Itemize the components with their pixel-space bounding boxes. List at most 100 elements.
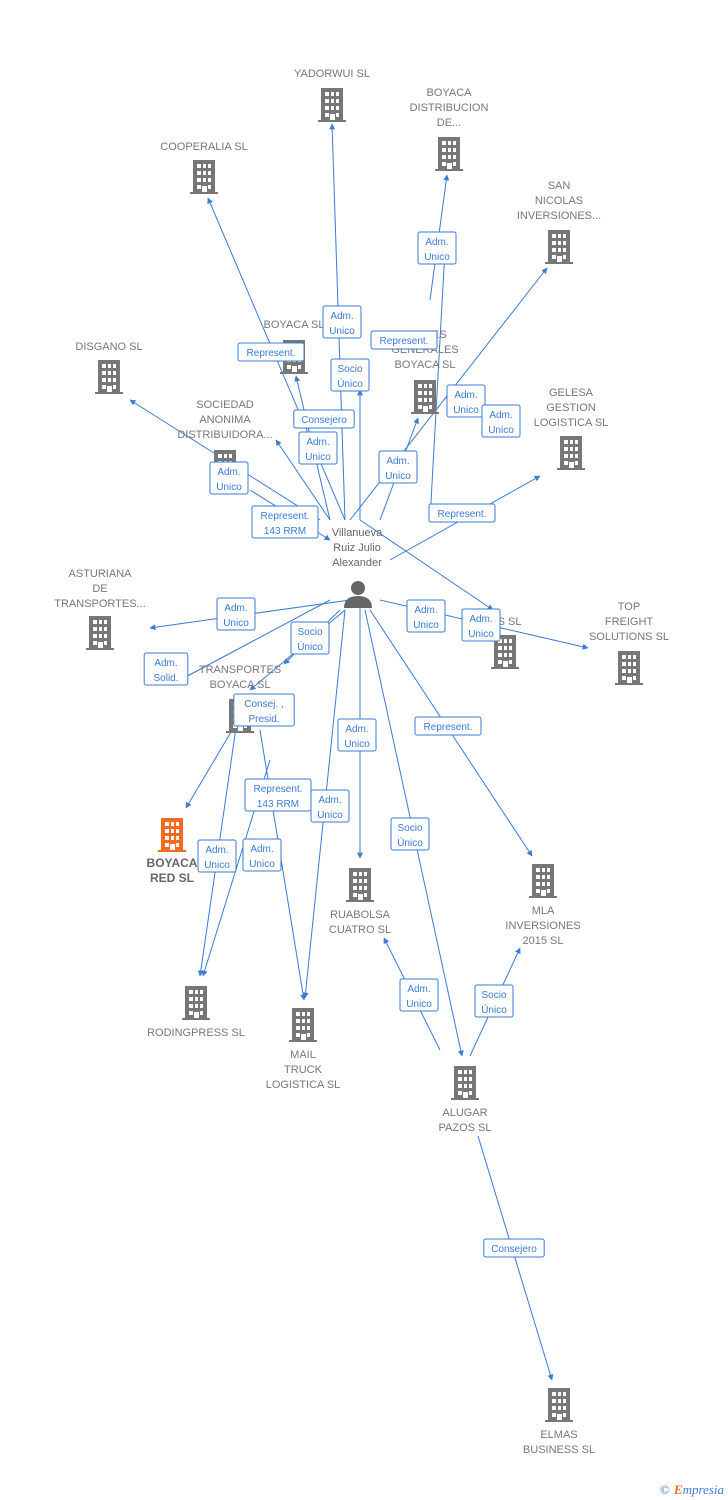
- relationship-label[interactable]: Represent.: [414, 716, 482, 736]
- relationship-label[interactable]: Consej. ,Presid.: [233, 693, 295, 727]
- relationship-label-text: Unico: [406, 999, 432, 1010]
- building-icon: [86, 616, 114, 650]
- relationship-label[interactable]: Adm. Unico: [406, 599, 446, 633]
- building-icon: [545, 230, 573, 264]
- building-icon: [190, 160, 218, 194]
- relationship-label-text: Represent.: [424, 722, 473, 733]
- relationship-label[interactable]: Adm.Unico: [322, 305, 362, 339]
- relationship-label-text: Unico: [216, 482, 242, 493]
- relationship-label-text: Represent.: [438, 509, 487, 520]
- relationship-label-text: Adm.: [414, 605, 437, 616]
- relationship-label-text: Unico: [424, 252, 450, 263]
- company-name-line: ANONIMA: [199, 414, 251, 426]
- relationship-label[interactable]: Represent.: [237, 342, 305, 362]
- relationship-label-text: Socio: [337, 364, 362, 375]
- relationship-label[interactable]: Consejero: [483, 1238, 545, 1258]
- relationship-label-text: Adm.: [407, 984, 430, 995]
- relationship-label-text: Unico: [204, 860, 230, 871]
- relationship-label-text: Unico: [223, 618, 249, 629]
- relationship-edge: [359, 519, 494, 611]
- relationship-label[interactable]: Adm.Unico: [337, 718, 377, 752]
- company-name-line: ASTURIANA: [69, 568, 133, 580]
- relationship-label-text: Único: [337, 377, 363, 390]
- relationship-label-text: Unico: [317, 810, 343, 821]
- relationship-label[interactable]: Adm. Unico: [209, 461, 249, 495]
- company-node-boyaca-sl[interactable]: BOYACA SL: [264, 319, 325, 374]
- relationship-label[interactable]: Adm.Unico: [481, 404, 521, 438]
- relationship-label[interactable]: Adm.Unico: [461, 608, 501, 642]
- relationship-label-text: Represent.: [261, 511, 310, 522]
- relationship-label[interactable]: Adm.Unico: [298, 431, 338, 465]
- relationship-label-text: Adm.: [217, 467, 240, 478]
- relationship-label[interactable]: Adm.Unico: [378, 450, 418, 484]
- relationship-label[interactable]: Adm.Unico: [242, 838, 282, 872]
- relationship-label-text: Único: [397, 836, 423, 849]
- company-name-line: ALUGAR: [442, 1107, 487, 1119]
- company-name-line: ELMAS: [540, 1429, 577, 1441]
- company-name-line: RUABOLSA: [330, 909, 391, 921]
- relationship-label[interactable]: Adm.Unico: [310, 789, 350, 823]
- relationship-label-text: Adm.: [154, 658, 177, 669]
- company-name-line: FREIGHT: [605, 616, 654, 628]
- relationship-label[interactable]: Adm.Unico: [216, 597, 256, 631]
- company-node-boyaca-dist[interactable]: BOYACADISTRIBUCIONDE...: [410, 87, 489, 171]
- building-icon: [318, 88, 346, 122]
- relationship-edge: [429, 249, 448, 521]
- relationship-label[interactable]: Represent. 143 RRM: [251, 505, 319, 539]
- relationship-label-text: 143 RRM: [257, 799, 299, 810]
- company-name-line: TRUCK: [284, 1064, 323, 1076]
- company-name-line: DE: [92, 583, 107, 595]
- building-icon: [182, 986, 210, 1020]
- relationship-label-text: Único: [481, 1003, 507, 1016]
- relationship-label[interactable]: Adm.Unico: [446, 384, 486, 418]
- company-node-sociedad[interactable]: SOCIEDADANONIMADISTRIBUIDORA...: [177, 399, 273, 484]
- relationship-label[interactable]: Represent.: [370, 330, 438, 350]
- relationship-label-text: Adm.: [250, 844, 273, 855]
- company-name-line: RED SL: [150, 871, 194, 885]
- company-node-rodingpress[interactable]: RODINGPRESS SL: [147, 986, 245, 1039]
- building-icon: [451, 1066, 479, 1100]
- relationship-label[interactable]: Adm.Unico: [417, 231, 457, 265]
- company-name-line: GESTION: [546, 402, 596, 414]
- relationship-label[interactable]: Represent.143 RRM: [244, 778, 312, 812]
- company-name-line: LOGISTICA SL: [266, 1079, 341, 1091]
- relationship-label[interactable]: Adm. Unico: [399, 978, 439, 1012]
- company-node-disgano[interactable]: DISGANO SL: [75, 341, 143, 394]
- relationship-label[interactable]: Adm.Solid.: [143, 652, 189, 686]
- relationship-label-text: Adm.: [330, 311, 353, 322]
- company-node-yadorwui[interactable]: YADORWUI SL: [294, 68, 370, 122]
- company-node-san-nicolas[interactable]: SANNICOLASINVERSIONES...: [517, 180, 601, 264]
- building-icon: [411, 380, 439, 414]
- footer-brand[interactable]: ©Empresia: [660, 1482, 724, 1498]
- relationship-label-text: Unico: [453, 405, 479, 416]
- company-node-cooperalia[interactable]: COOPERALIA SL: [160, 141, 248, 194]
- company-node-asturiana[interactable]: ASTURIANADETRANSPORTES...: [54, 568, 146, 650]
- person-name-line: Alexander: [332, 557, 382, 569]
- relationship-label-text: Adm.: [386, 456, 409, 467]
- relationship-label[interactable]: Represent.: [428, 503, 496, 523]
- relationship-label-text: Consejero: [301, 415, 347, 426]
- relationship-label-text: Unico: [413, 620, 439, 631]
- relationship-label[interactable]: Consejero: [293, 409, 355, 429]
- edge-labels-layer: Adm.UnicoAdm.UnicoRepresent.SocioÚnicoRe…: [143, 231, 545, 1258]
- building-icon: [545, 1388, 573, 1422]
- company-name-line: GELESA: [549, 387, 594, 399]
- company-name-line: DISTRIBUCION: [410, 102, 489, 114]
- relationship-label-text: 143 RRM: [264, 526, 306, 537]
- relationship-label[interactable]: Adm.Unico: [197, 839, 237, 873]
